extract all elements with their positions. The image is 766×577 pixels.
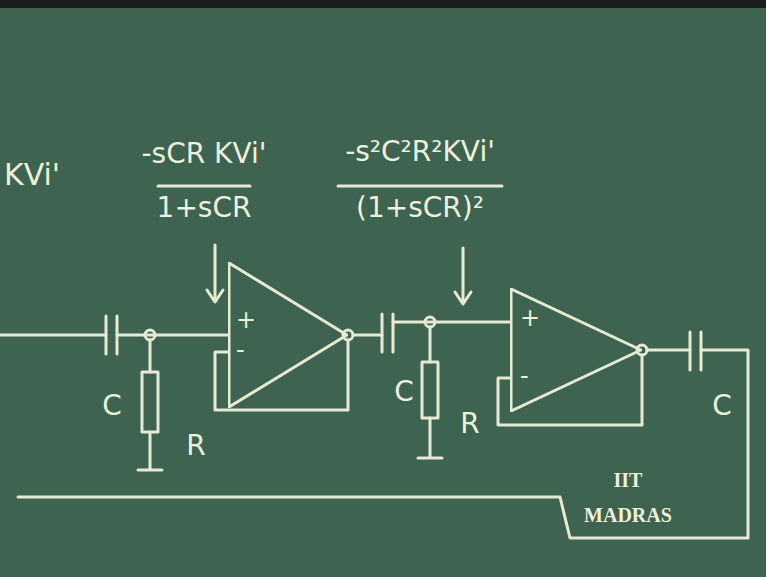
plus-input: + bbox=[520, 306, 540, 330]
wire bbox=[0, 334, 106, 337]
board-edge bbox=[0, 0, 766, 8]
wire bbox=[429, 327, 432, 362]
ground-symbol bbox=[418, 418, 442, 458]
feedback-wire bbox=[498, 355, 642, 425]
component-label: C bbox=[712, 392, 732, 420]
component-label: C bbox=[394, 378, 414, 406]
signal-expression: KVi' bbox=[4, 160, 60, 190]
op-amp: +- bbox=[510, 288, 642, 412]
watermark: IIT bbox=[614, 470, 643, 490]
wire bbox=[117, 334, 228, 337]
resistor-symbol bbox=[142, 372, 158, 432]
ground-symbol bbox=[138, 432, 162, 470]
component-label: C bbox=[102, 392, 122, 420]
capacitor-symbol bbox=[106, 316, 117, 354]
denominator: (1+sCR)² bbox=[356, 194, 484, 222]
component-label: R bbox=[186, 432, 205, 460]
wire bbox=[18, 350, 748, 538]
watermark: MADRAS bbox=[584, 505, 672, 525]
numerator: -s²C²R²KVi' bbox=[345, 138, 495, 166]
numerator: -sCR KVi' bbox=[142, 140, 267, 168]
pointer-arrow bbox=[207, 245, 223, 302]
wire bbox=[353, 334, 382, 337]
capacitor-symbol bbox=[382, 314, 393, 352]
op-amp-triangle bbox=[228, 262, 348, 408]
wire bbox=[393, 321, 510, 324]
op-amp: +- bbox=[228, 262, 348, 408]
resistor-symbol bbox=[422, 362, 438, 418]
capacitor-symbol bbox=[690, 332, 701, 370]
minus-input: - bbox=[520, 364, 529, 388]
wire bbox=[149, 340, 152, 372]
fraction-bar bbox=[338, 185, 502, 188]
pointer-arrow bbox=[455, 248, 471, 304]
plus-input: + bbox=[236, 308, 256, 332]
component-label: R bbox=[460, 410, 479, 438]
minus-input: - bbox=[236, 338, 245, 362]
denominator: 1+sCR bbox=[157, 194, 252, 222]
fraction-bar bbox=[158, 185, 250, 188]
wire bbox=[647, 349, 690, 352]
